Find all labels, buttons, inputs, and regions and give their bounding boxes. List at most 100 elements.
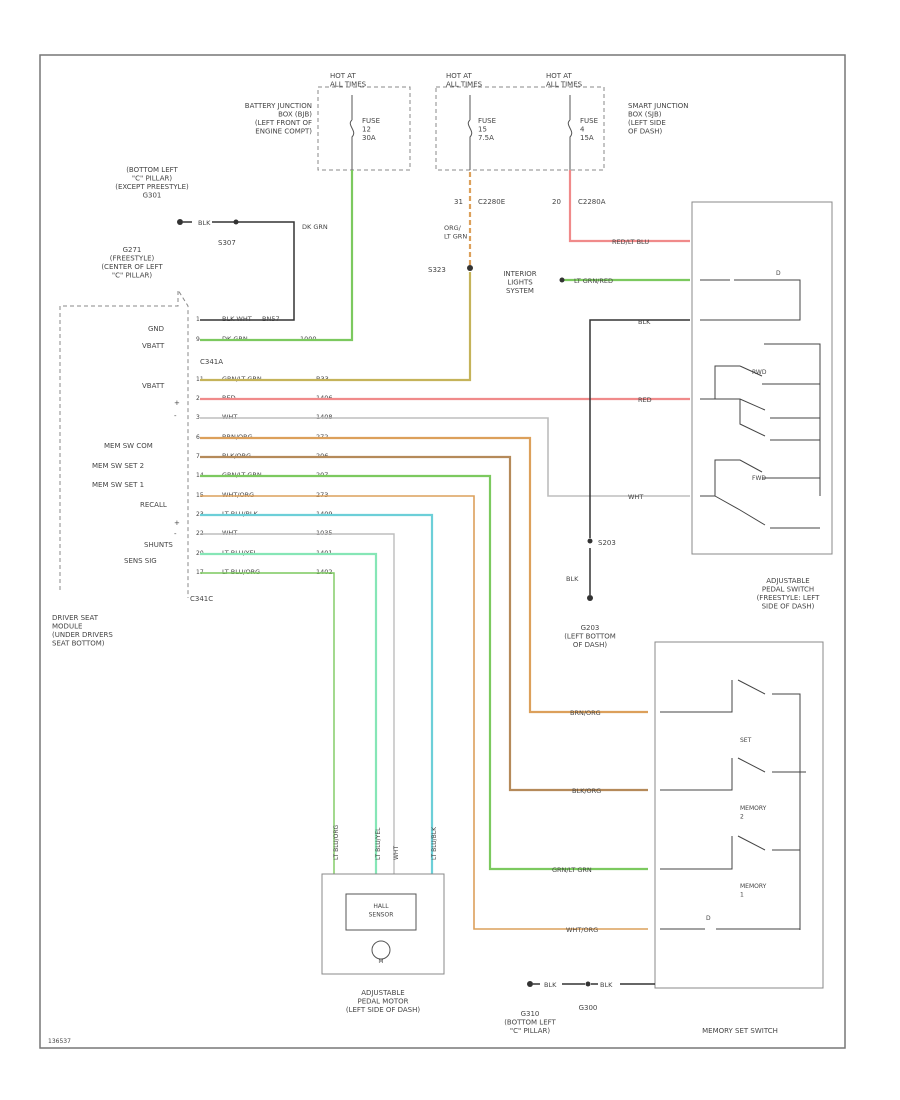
g203-ground bbox=[587, 595, 593, 601]
diode-label-memory: D bbox=[706, 915, 711, 922]
hall-sensor-box bbox=[345, 893, 417, 931]
wire-lt-blu-org bbox=[200, 572, 335, 874]
g301-label: (BOTTOM LEFT"C" PILLAR)(EXCEPT PREESTYLE… bbox=[115, 166, 189, 200]
wire-circuit-label: BN57 bbox=[262, 315, 280, 323]
pin-name: - bbox=[174, 530, 177, 538]
c2280e-pin: 31 bbox=[454, 198, 463, 206]
wire-circuit-label: 1408 bbox=[316, 413, 333, 421]
sjb-fuse-box bbox=[435, 86, 605, 171]
wire-vbatt-dkgrn bbox=[200, 170, 354, 342]
wire-color-label: WHT/ORG bbox=[222, 491, 254, 499]
wire-red-ltblu-sjb bbox=[568, 170, 690, 243]
c341c-label: C341C bbox=[190, 595, 213, 603]
c2280a-label: C2280A bbox=[578, 198, 606, 206]
pin-name: RECALL bbox=[140, 501, 167, 509]
pin-name: MEM SW COM bbox=[104, 442, 153, 450]
pin-name: MEM SW SET 1 bbox=[92, 481, 144, 489]
wire-label-blk-sw: BLK bbox=[638, 318, 651, 326]
s323-splice bbox=[467, 265, 473, 271]
footer-code: 136537 bbox=[48, 1038, 71, 1045]
s203-label: S203 bbox=[598, 539, 616, 547]
pin-number: 7 bbox=[196, 453, 200, 460]
pin-number: 22 bbox=[196, 530, 204, 537]
wire-brn-org bbox=[200, 436, 648, 714]
wires bbox=[200, 170, 690, 930]
wire-blk-g203 bbox=[589, 319, 690, 595]
pin-number: 2 bbox=[196, 395, 200, 402]
pin-number: 1 bbox=[196, 316, 200, 323]
memory-set-switch-label: MEMORY SET SWITCH bbox=[702, 1027, 778, 1035]
memory-set-switch-box bbox=[654, 641, 824, 989]
set-label: SET bbox=[740, 737, 752, 744]
wire-vbatt-grn-ltgrn bbox=[200, 272, 472, 382]
adjustable-pedal-switch-box bbox=[691, 201, 833, 555]
pin-name: - bbox=[174, 412, 177, 420]
s323-label: S323 bbox=[428, 266, 446, 274]
c341a-label: C341A bbox=[200, 358, 223, 366]
s307-label: S307 bbox=[218, 239, 236, 247]
g310-label: G310(BOTTOM LEFT"C" PILLAR) bbox=[504, 1010, 556, 1035]
pin-number: 14 bbox=[196, 472, 204, 479]
pin-name: + bbox=[174, 399, 180, 407]
wire-circuit-label: 273 bbox=[316, 491, 328, 499]
wire-color-label: WHT bbox=[222, 413, 237, 421]
pin-number: 9 bbox=[196, 336, 200, 343]
pedal-motor-m: M bbox=[378, 958, 383, 965]
wire-label-red-ltblu: RED/LT BLU bbox=[612, 238, 649, 246]
g300-node bbox=[585, 981, 591, 987]
wire-wht-org-recall bbox=[200, 495, 648, 930]
pin-name: VBATT bbox=[142, 382, 165, 390]
wire-label-grn-ltgrn-ms: GRN/LT GRN bbox=[552, 866, 592, 874]
pin-number: 3 bbox=[196, 414, 200, 421]
motor-wire-label-1: LT BLU/ORG bbox=[333, 824, 340, 860]
wire-wht-motor bbox=[200, 533, 395, 874]
s203-splice bbox=[587, 538, 593, 544]
pin-number: 11 bbox=[196, 376, 204, 383]
wire-grn-ltgrn-memset1 bbox=[200, 474, 648, 871]
pin-number: 23 bbox=[196, 511, 204, 518]
interior-lights-node bbox=[559, 277, 565, 283]
fuse-15-symbol bbox=[467, 95, 473, 170]
driver-seat-module-box bbox=[59, 288, 189, 598]
c2280a-pin: 20 bbox=[552, 198, 561, 206]
wire-label-blk-g301: BLK bbox=[198, 219, 211, 227]
wire-circuit-label: 1035 bbox=[316, 529, 333, 537]
wire-label-red-sw: RED bbox=[638, 396, 652, 404]
fwd-label: FWD bbox=[752, 475, 766, 482]
diode-label-pedal: D bbox=[776, 270, 781, 277]
wire-label-lt-grn-red: LT GRN/RED bbox=[574, 277, 613, 285]
g300-label: G300 bbox=[579, 1004, 598, 1012]
diagram-frame bbox=[39, 54, 846, 1049]
module-pin-numbers: 1 9 11 2 3 6 7 14 15 23 22 20 17 bbox=[196, 316, 204, 576]
wire-label-blk-org-ms: BLK/ORG bbox=[572, 787, 601, 795]
module-wire-labels: BLK WHT BN57 DK GRN 1000 GRN/LT GRN B33 … bbox=[222, 315, 333, 576]
bjb-fuse-box bbox=[317, 86, 411, 171]
wire-label-org-ltgrn: ORG/LT GRN bbox=[444, 224, 467, 241]
wire-color-label: LT BLU/ORG bbox=[222, 568, 260, 576]
wire-label-blk-g310b: BLK bbox=[600, 981, 613, 989]
pin-name: MEM SW SET 2 bbox=[92, 462, 144, 470]
wire-lt-blu-blk bbox=[200, 513, 434, 874]
wire-label-dk-grn: DK GRN bbox=[302, 223, 328, 231]
wire-label-brn-org-ms: BRN/ORG bbox=[570, 709, 601, 717]
wire-circuit-label: 1402 bbox=[316, 568, 333, 576]
pin-name: SHUNTS bbox=[144, 541, 173, 549]
wire-color-label: BLK WHT bbox=[222, 315, 252, 323]
fuse-4-symbol bbox=[567, 95, 573, 170]
g271-label: G271(FREESTYLE)(CENTER OF LEFT"C" PILLAR… bbox=[101, 246, 163, 280]
motor-wire-label-2: LT BLU/YEL bbox=[375, 827, 382, 860]
motor-wire-label-4: LT BLU/BLK bbox=[431, 826, 438, 860]
